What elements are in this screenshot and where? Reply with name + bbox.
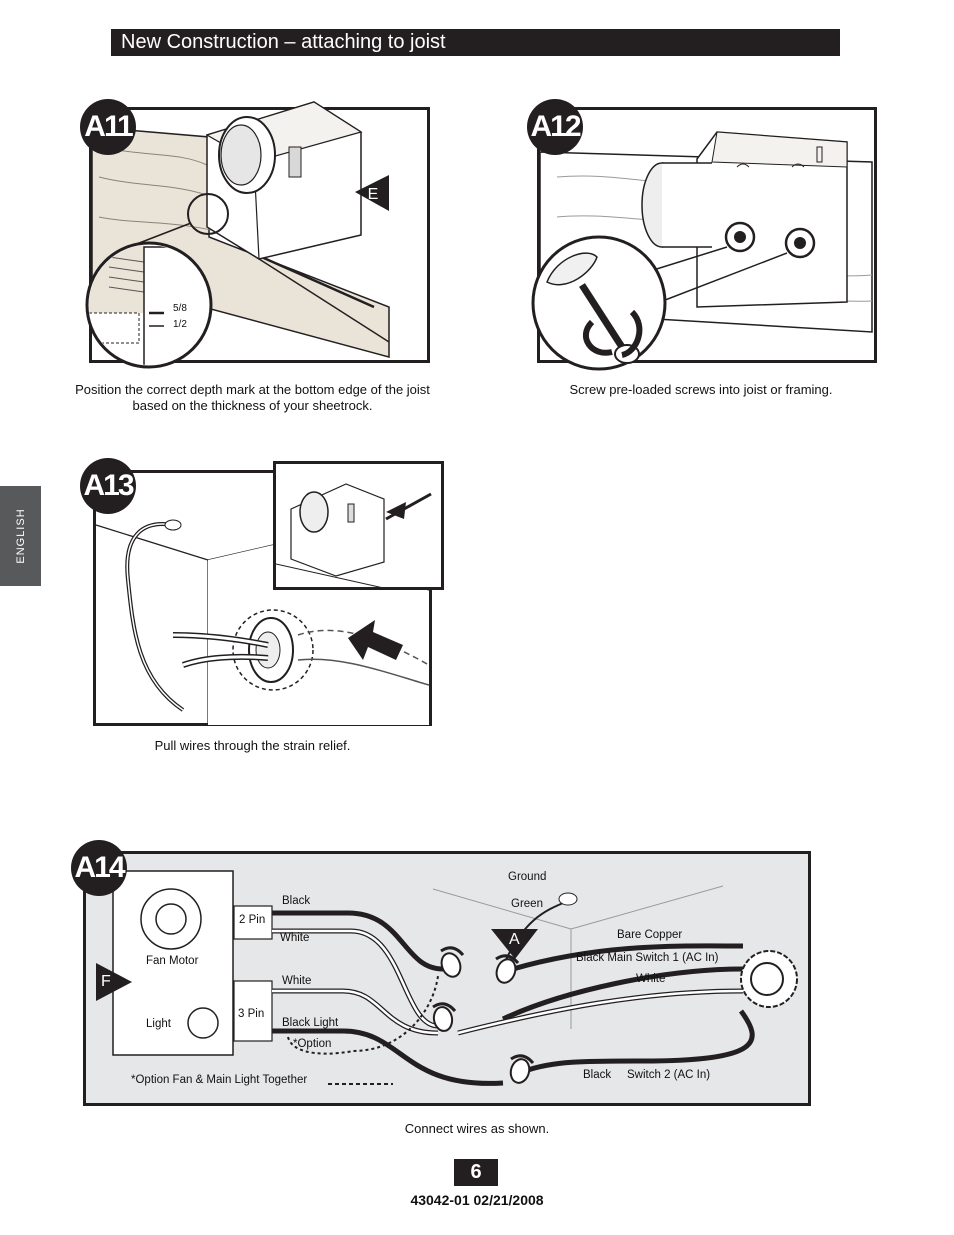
a11-illustration: E 5/8 1/2 [85,101,430,369]
callout-a-label: A [509,931,520,948]
ground-label: Ground [508,871,547,883]
step-badge-a13: A13 [80,458,136,514]
green-label: Green [511,898,543,910]
a11-caption: Position the correct depth mark at the b… [40,382,465,414]
black-main-switch-label: Black Main Switch 1 (AC In) [576,952,719,964]
a11-caption-line1: Position the correct depth mark at the b… [75,382,430,397]
callout-a-arrow [491,929,538,959]
callout-f-label: F [101,973,111,990]
white-supply-label: White [636,973,666,985]
depth-mark-1-2: 1/2 [173,319,187,330]
a12-caption: Screw pre-loaded screws into joist or fr… [569,382,833,397]
a14-wiring-diagram: F A Fan Motor Light 2 Pin 3 Pin Black Wh… [83,851,811,1106]
a11-caption-line2: based on the thickness of your sheetrock… [132,398,373,413]
page-number: 6 [454,1159,498,1186]
option-label: *Option [293,1038,332,1050]
callout-f-arrow [96,963,132,1001]
step-badge-a12: A12 [527,99,583,155]
depth-mark-5-8: 5/8 [173,303,187,314]
a13-caption: Pull wires through the strain relief. [154,738,351,753]
a14-caption: Connect wires as shown. [404,1121,550,1136]
a12-illustration [531,107,877,371]
option-note: *Option Fan & Main Light Together [131,1074,308,1086]
wire-black-label: Black [282,895,311,907]
document-id: 43042-01 02/21/2008 [410,1192,544,1208]
step-badge-a14: A14 [71,840,127,896]
section-title: New Construction – attaching to joist [111,29,840,56]
language-label: ENGLISH [14,508,27,564]
wire-white-bottom-label: White [282,975,312,987]
black-switch2-label: Black [583,1069,612,1081]
step-badge-a11: A11 [80,99,136,155]
language-tab: ENGLISH [0,486,41,586]
pin3-label: 3 Pin [238,1008,265,1020]
callout-e-arrow [355,175,389,211]
callout-e-label: E [368,186,379,203]
wire-black-light-label: Black Light [282,1017,339,1029]
switch2-label: Switch 2 (AC In) [627,1069,711,1081]
bare-copper-label: Bare Copper [617,929,683,941]
a13-inset-illustration [273,461,444,590]
fan-motor-label: Fan Motor [146,955,199,967]
pin2-label: 2 Pin [239,914,266,926]
light-label: Light [146,1018,171,1030]
wire-white-top-label: White [280,932,310,944]
